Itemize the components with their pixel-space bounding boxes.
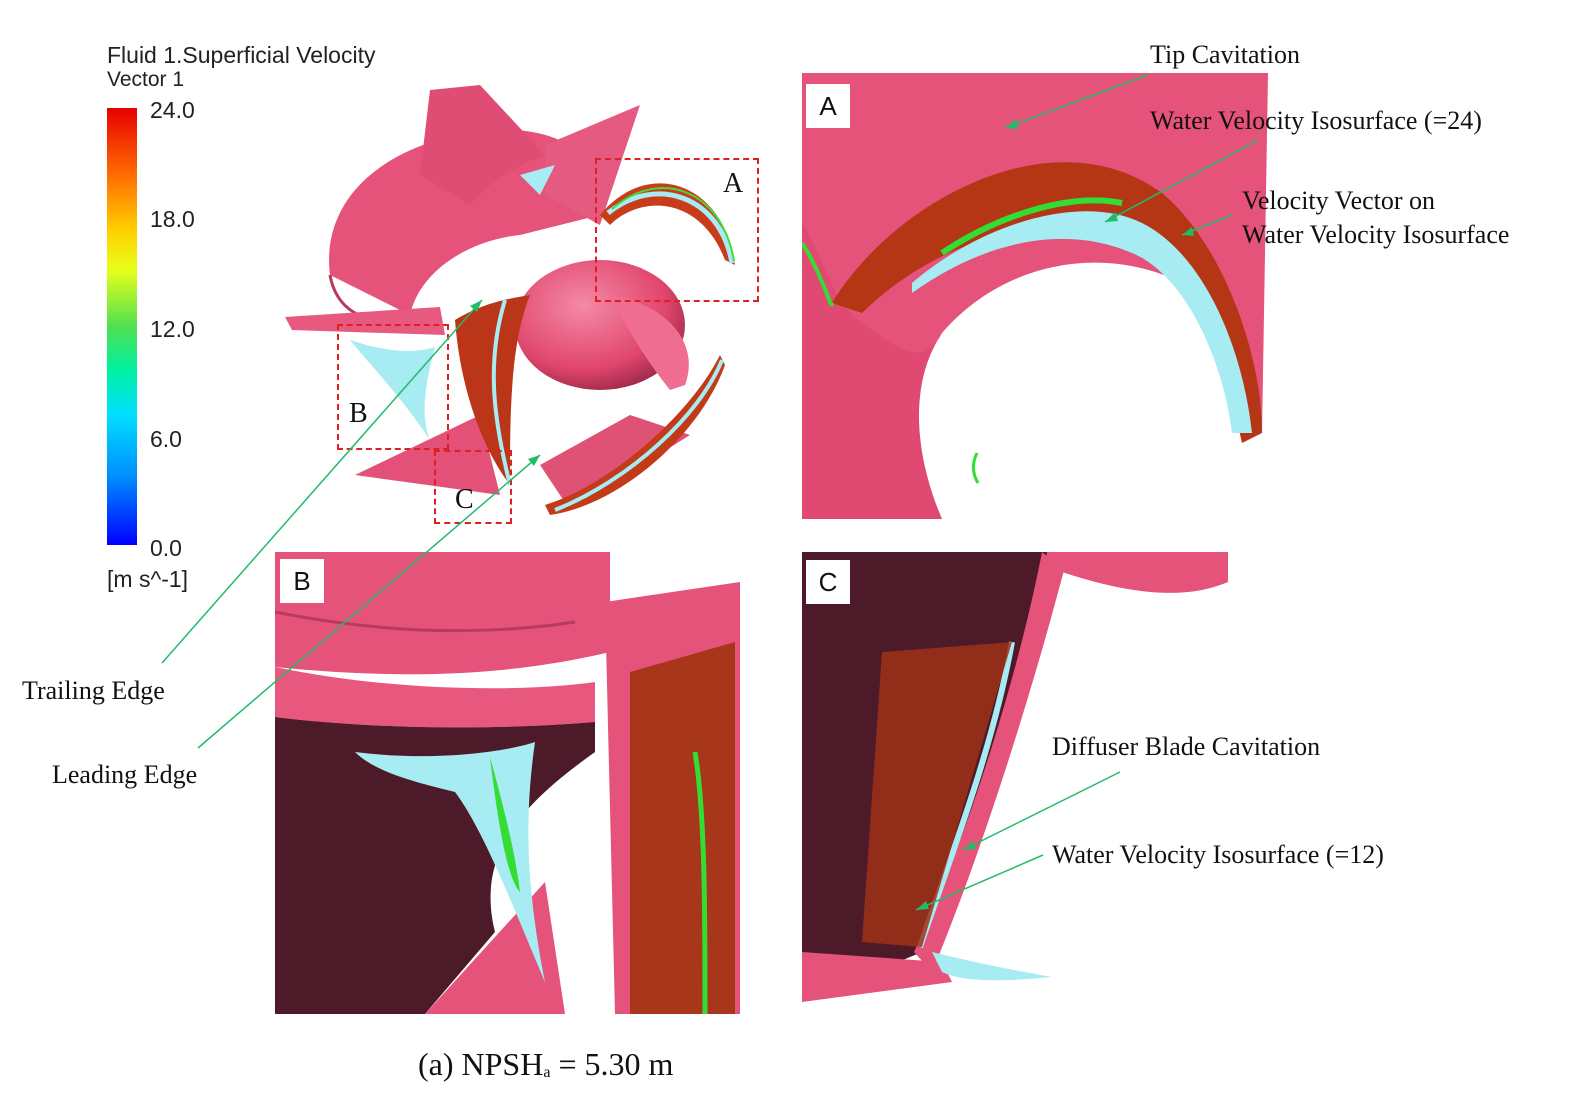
caption-suffix: = 5.30 m xyxy=(550,1046,674,1082)
leader-iso-24 xyxy=(1104,139,1259,223)
leader-tip-cavitation xyxy=(1004,74,1149,129)
panel-b-tag: B xyxy=(280,559,324,603)
legend-tick-0: 0.0 xyxy=(150,535,182,561)
detail-box-a-label: A xyxy=(723,168,744,199)
detail-box-c xyxy=(434,450,512,524)
panel-a-render xyxy=(802,73,1268,519)
label-water-iso-24: Water Velocity Isosurface (=24) xyxy=(1150,106,1482,135)
label-trailing-edge: Trailing Edge xyxy=(22,676,165,705)
label-vector-on-iso-line1: Velocity Vector on xyxy=(1242,186,1436,215)
legend-tick-24: 24.0 xyxy=(150,97,195,123)
panel-c-tag: C xyxy=(806,560,850,604)
label-water-iso-12: Water Velocity Isosurface (=12) xyxy=(1052,840,1384,869)
label-vector-on-iso-line2: Water Velocity Isosurface xyxy=(1242,220,1510,249)
caption-subscript: a xyxy=(543,1064,551,1081)
panel-a xyxy=(802,73,1268,519)
pump-overview-render xyxy=(285,85,735,515)
legend-colorbar xyxy=(107,108,137,545)
label-diffuser-cavitation: Diffuser Blade Cavitation xyxy=(1052,732,1321,761)
detail-box-a xyxy=(595,158,759,302)
leader-diffuser-cavitation xyxy=(962,771,1121,851)
label-tip-cavitation: Tip Cavitation xyxy=(1150,40,1301,69)
panel-c xyxy=(802,552,1228,1002)
legend-tick-12: 12.0 xyxy=(150,316,195,342)
panel-a-tag: A xyxy=(806,84,850,128)
label-leading-edge: Leading Edge xyxy=(52,760,198,789)
legend-subtitle: Vector 1 xyxy=(107,68,185,91)
caption-prefix: (a) NPSH xyxy=(418,1046,544,1082)
panel-b xyxy=(275,552,740,1014)
leader-trailing-edge xyxy=(161,299,483,664)
detail-box-b xyxy=(337,324,449,450)
detail-box-b-label: B xyxy=(349,398,368,429)
detail-box-c-label: C xyxy=(455,484,474,515)
panel-c-render xyxy=(802,552,1228,1002)
legend-unit: [m s^-1] xyxy=(107,566,189,592)
leader-iso-12 xyxy=(915,854,1044,911)
leader-leading-edge xyxy=(197,454,541,749)
legend-title: Fluid 1.Superficial Velocity xyxy=(107,42,376,68)
panel-b-render xyxy=(275,552,740,1014)
figure-caption: (a) NPSHa = 5.30 m xyxy=(418,1046,673,1083)
legend-tick-6: 6.0 xyxy=(150,426,182,452)
legend-tick-18: 18.0 xyxy=(150,206,195,232)
